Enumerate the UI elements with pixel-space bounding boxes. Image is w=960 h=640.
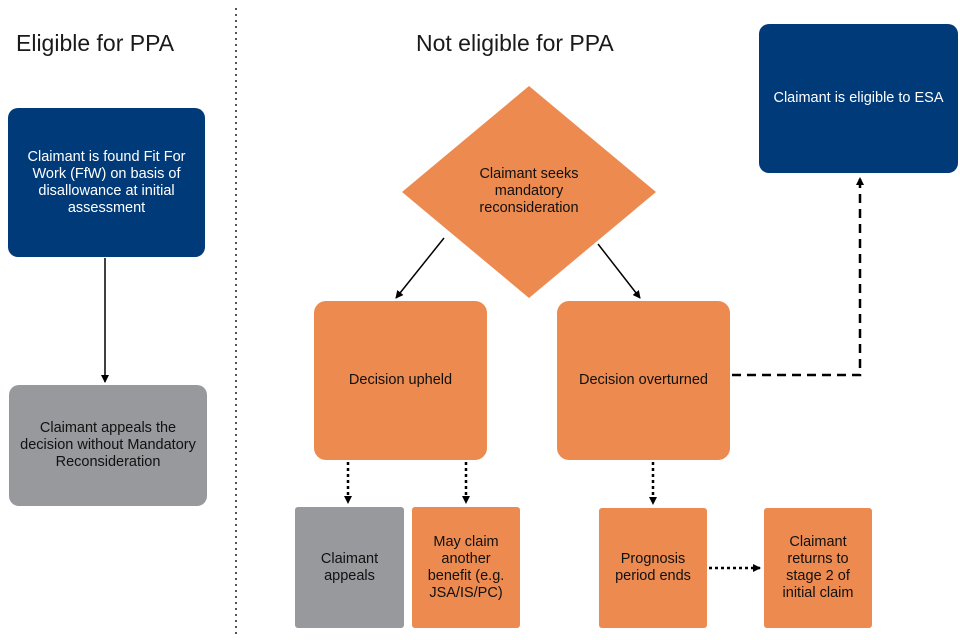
node-found-fit-for-work: Claimant is found Fit For Work (FfW) on … [8, 108, 205, 257]
node-appeals-without-mr-label: Claimant appeals the decision without Ma… [20, 420, 196, 470]
node-found-fit-for-work-label: Claimant is found Fit For Work (FfW) on … [27, 148, 186, 216]
heading-not-eligible-ppa: Not eligible for PPA [416, 30, 614, 56]
node-appeals-without-mr: Claimant appeals the decision without Ma… [9, 385, 207, 506]
node-decision-overturned-label: Decision overturned [579, 372, 708, 388]
arrow-mr-to-upheld [395, 237, 445, 299]
node-returns-stage2-label: Claimant returns to stage 2 of initial c… [782, 534, 854, 601]
node-eligible-esa: Claimant is eligible to ESA [759, 24, 958, 173]
node-returns-stage2: Claimant returns to stage 2 of initial c… [764, 508, 872, 628]
arrow-mr-to-overturned [597, 243, 641, 299]
node-claimant-appeals: Claimant appeals [295, 507, 404, 628]
node-eligible-esa-label: Claimant is eligible to ESA [773, 90, 944, 106]
node-may-claim-benefit-label: May claim another benefit (e.g. JSA/IS/P… [427, 533, 505, 601]
node-decision-upheld-label: Decision upheld [348, 372, 453, 388]
heading-eligible-ppa: Eligible for PPA [16, 30, 175, 56]
arrow-overturned-to-esa [732, 177, 864, 377]
node-claimant-appeals-label: Claimant appeals [320, 550, 379, 584]
node-decision-upheld: Decision upheld [314, 301, 487, 460]
node-prognosis-ends: Prognosis period ends [599, 508, 707, 628]
node-prognosis-ends-label: Prognosis period ends [615, 551, 691, 584]
node-seeks-mr-label: Claimant seeks mandatory reconsideration [479, 166, 579, 216]
node-may-claim-benefit: May claim another benefit (e.g. JSA/IS/P… [412, 507, 520, 628]
node-decision-overturned: Decision overturned [557, 301, 730, 460]
